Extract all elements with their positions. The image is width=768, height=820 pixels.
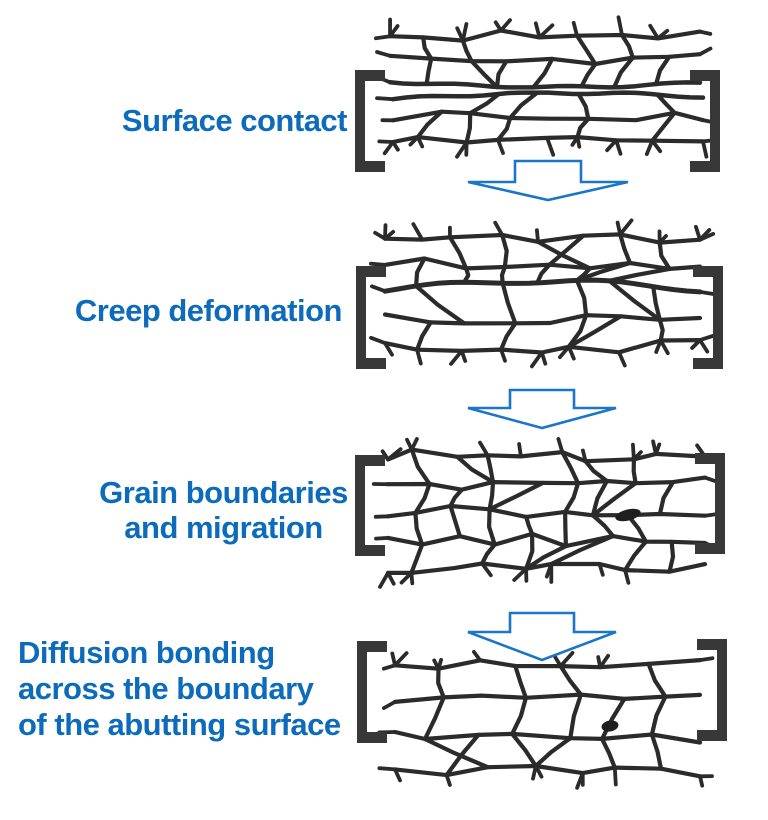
down-arrow-icon: [467, 611, 617, 662]
right-bracket-stage-1: [690, 70, 720, 172]
left-bracket-stage-4: [357, 641, 387, 743]
right-bracket-stage-2: [693, 266, 723, 369]
stage-label-surface-contact: Surface contact: [0, 103, 348, 139]
grain-structure-illustration-stage-4: [377, 649, 715, 790]
stage-label-grain-boundaries: Grain boundaries and migration: [0, 475, 447, 545]
down-arrow-icon: [467, 388, 617, 430]
left-bracket-stage-1: [355, 70, 385, 172]
right-bracket-stage-4: [697, 639, 727, 741]
pore-defect: [615, 508, 641, 522]
grain-structure-illustration-stage-3: [371, 437, 722, 589]
left-bracket-stage-3: [355, 455, 385, 556]
stage-label-diffusion-bonding: Diffusion bonding across the boundary of…: [18, 635, 341, 743]
stage-label-line: Grain boundaries: [99, 475, 348, 510]
stage-panel-grain-boundaries: [318, 418, 768, 600]
right-bracket-stage-3: [695, 453, 725, 554]
stage-label-line: Diffusion bonding: [18, 635, 275, 670]
stage-label-line: across the boundary: [18, 671, 314, 706]
left-bracket-stage-2: [356, 266, 386, 369]
stage-label-creep-deformation: Creep deformation: [0, 293, 343, 329]
down-arrow-icon: [467, 159, 629, 202]
pore-defect: [601, 720, 619, 732]
stage-label-line: Surface contact: [121, 103, 348, 138]
stage-label-line: of the abutting surface: [18, 707, 341, 742]
stage-label-line: Creep deformation: [74, 293, 343, 328]
grain-structure-illustration-stage-2: [369, 218, 718, 369]
stage-label-line: and migration: [124, 510, 323, 545]
grain-structure-illustration-stage-1: [374, 15, 719, 159]
